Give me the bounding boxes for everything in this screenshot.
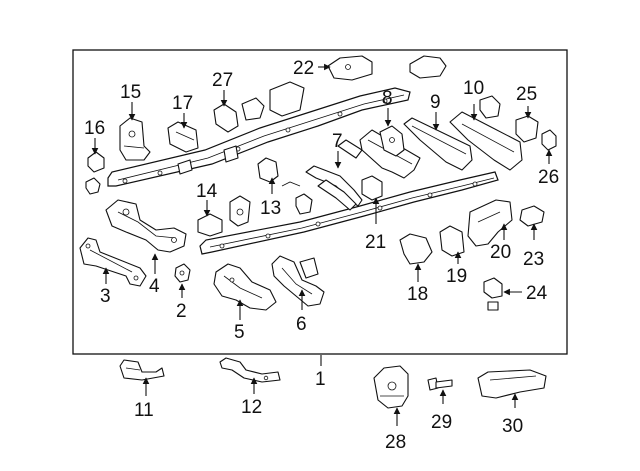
callout-10: 10	[463, 78, 484, 99]
callout-14: 14	[196, 181, 218, 202]
part-18-bracket	[399, 233, 433, 265]
callout-6: 6	[296, 314, 307, 335]
callout-15: 15	[120, 82, 141, 103]
callout-17: 17	[172, 93, 193, 114]
part-19-bracket	[439, 225, 465, 257]
callout-7: 7	[332, 131, 343, 152]
part-11-bracket	[119, 359, 165, 381]
callout-30: 30	[502, 416, 523, 437]
callout-12: 12	[241, 397, 262, 418]
callout-5: 5	[234, 322, 245, 343]
callout-1: 1	[315, 369, 326, 390]
lower-frame-rail	[199, 171, 499, 255]
part-29-bolt	[427, 377, 453, 391]
frame-assembly-box	[72, 49, 568, 355]
callout-2: 2	[176, 301, 187, 322]
part-10-bracket	[479, 95, 501, 119]
part-27-bracket	[213, 81, 305, 133]
callout-11: 11	[134, 400, 154, 421]
part-21-bracket	[361, 175, 383, 201]
callout-4: 4	[149, 276, 160, 297]
part-28-mount	[373, 365, 409, 409]
callout-25: 25	[516, 84, 537, 105]
part-13-bracket	[257, 157, 313, 215]
part-26-bracket	[541, 129, 557, 151]
part-22-bracket	[327, 55, 447, 81]
callout-27: 27	[212, 70, 233, 91]
callout-22: 22	[293, 58, 314, 79]
part-24-mount	[483, 277, 503, 311]
part-14-mount	[197, 195, 251, 237]
part-16-bracket	[85, 151, 105, 195]
part-15-mount	[119, 117, 151, 161]
callout-26: 26	[538, 167, 559, 188]
part-5-bracket	[213, 263, 277, 311]
callout-13: 13	[260, 198, 281, 219]
callout-3: 3	[100, 286, 111, 307]
callout-18: 18	[407, 284, 428, 305]
callout-23: 23	[523, 249, 544, 270]
crossmembers	[337, 111, 523, 179]
callout-20: 20	[490, 242, 511, 263]
part-6-bracket	[271, 255, 325, 307]
callout-9: 9	[430, 92, 441, 113]
callout-29: 29	[431, 412, 452, 433]
upper-frame-rail	[107, 87, 411, 187]
part-3-front-crossmember	[79, 237, 147, 287]
callout-21: 21	[365, 232, 386, 253]
part-8-crossmember	[379, 125, 405, 157]
part-17-bracket	[167, 121, 199, 153]
part-4-suspension-crossmember	[105, 199, 187, 253]
part-25-bracket	[515, 115, 539, 143]
callout-16: 16	[84, 118, 105, 139]
callout-24: 24	[526, 283, 548, 304]
part-7-brace	[305, 165, 363, 211]
callout-8: 8	[382, 88, 393, 109]
callout-19: 19	[446, 266, 467, 287]
callout-28: 28	[385, 432, 406, 453]
part-20-bracket	[467, 199, 513, 247]
part-12-brace	[219, 357, 281, 383]
part-23-nut	[519, 205, 545, 227]
part-30-skid-plate	[477, 369, 547, 399]
